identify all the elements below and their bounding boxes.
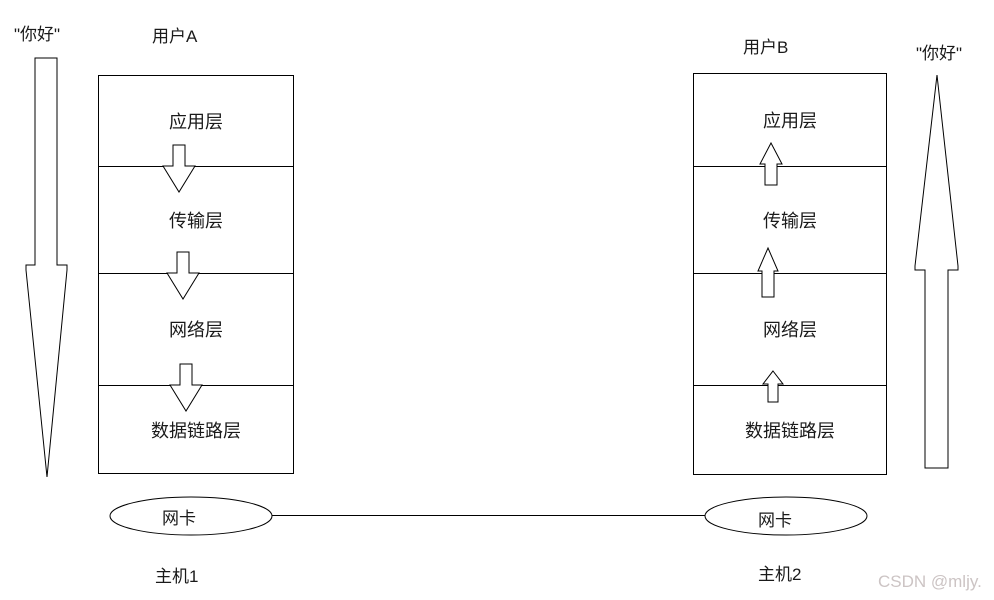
layer-transport-left: 传输层: [169, 210, 223, 231]
nic-label-right: 网卡: [758, 511, 792, 530]
nic-label-left: 网卡: [162, 509, 196, 528]
layer-divider: [694, 273, 886, 274]
layer-datalink-left: 数据链路层: [151, 420, 241, 441]
layer-transport-right: 传输层: [763, 210, 817, 231]
big-down-arrow-icon: [25, 57, 68, 478]
layer-application-left: 应用层: [169, 112, 223, 132]
left-greeting-label: "你好": [14, 25, 61, 44]
layer-application-right: 应用层: [763, 111, 817, 131]
layer-divider: [694, 166, 886, 167]
layer-divider: [694, 385, 886, 386]
user-a-label: 用户A: [152, 27, 198, 46]
watermark: CSDN @mljy.: [878, 572, 982, 591]
layer-network-right: 网络层: [763, 320, 817, 340]
host1-label: 主机1: [155, 567, 199, 586]
user-b-label: 用户B: [743, 38, 789, 57]
layer-network-left: 网络层: [169, 320, 223, 340]
host2-label: 主机2: [758, 565, 802, 584]
layer-datalink-right: 数据链路层: [745, 420, 835, 441]
protocol-stack-left: 应用层 传输层 网络层 数据链路层: [98, 75, 294, 474]
protocol-stack-right: 应用层 传输层 网络层 数据链路层: [693, 73, 887, 475]
layer-divider: [99, 166, 293, 167]
big-up-arrow-icon: [914, 74, 959, 469]
right-greeting-label: "你好": [916, 44, 963, 63]
